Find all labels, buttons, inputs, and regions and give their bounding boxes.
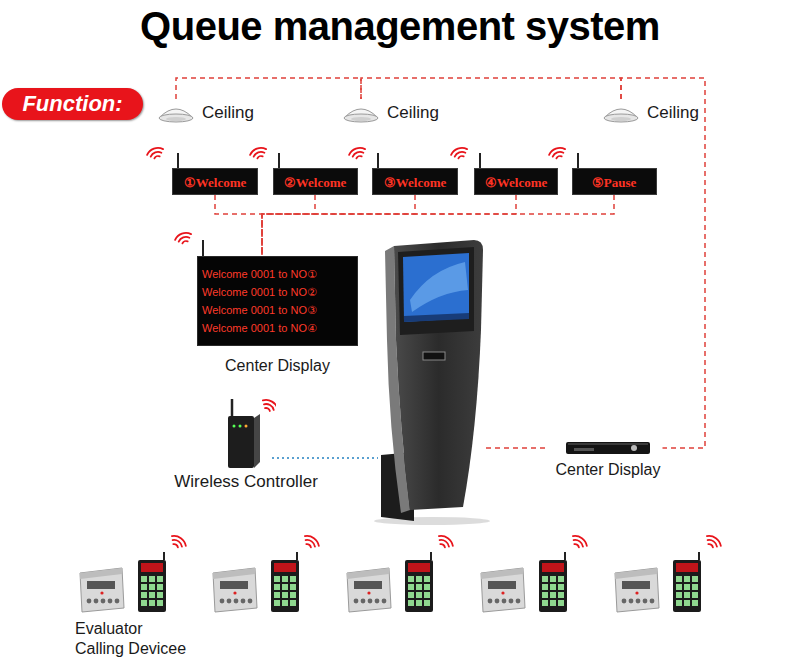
speaker-icon: [343, 99, 379, 127]
diagram-title: Queue management system: [0, 4, 800, 49]
speaker-grille: [166, 117, 186, 121]
function-badge: Function:: [2, 88, 143, 120]
led-display: ③Welcome: [372, 168, 458, 195]
led-text: ①Welcome: [184, 170, 247, 195]
unit-body: [566, 442, 650, 454]
wireless-link: [272, 457, 378, 459]
led-text: ②Welcome: [284, 170, 347, 195]
antenna: [278, 153, 280, 168]
dashed-connector: [215, 195, 262, 256]
dashed-connector: [262, 195, 516, 256]
controller-body: [228, 416, 254, 468]
speaker-label: Ceiling: [387, 103, 439, 123]
wifi-symbol: [249, 146, 268, 160]
caption-row: Center Display: [554, 460, 663, 480]
evaluator-calling-device: [481, 533, 589, 612]
speaker-label: Ceiling: [647, 103, 699, 123]
dashed-connector: [262, 195, 614, 256]
wifi-symbol: [174, 231, 193, 245]
kiosk-printer-slot: [423, 352, 445, 360]
led-display: ⑤Pause: [572, 168, 657, 195]
device-label: Evaluator Calling Devicee: [75, 619, 190, 659]
led-text: ③Welcome: [384, 170, 447, 195]
dashed-connector: [262, 195, 415, 256]
antenna: [577, 153, 579, 168]
antenna: [202, 240, 204, 256]
controller-antenna: [231, 399, 234, 416]
wifi-arc: [263, 397, 276, 409]
dashed-connector: [262, 195, 315, 256]
caption-row: Wireless Controller: [171, 472, 321, 492]
led-text: ④Welcome: [485, 170, 548, 195]
display-line: Welcome 0001 to NO③: [202, 301, 353, 319]
kiosk-taskbar: [404, 313, 469, 322]
wifi-arc: [265, 407, 270, 411]
speaker-grille: [351, 117, 371, 121]
kiosk-screen-glow: [410, 262, 468, 312]
wifi-symbol: [548, 146, 567, 160]
display-unit-icon: [566, 440, 650, 456]
display-line: Welcome 0001 to NO①: [202, 265, 353, 283]
controller-icon: [216, 396, 276, 472]
dashed-connector: [176, 78, 361, 99]
wifi-symbol: [450, 146, 469, 160]
display-caption: Center Display: [225, 356, 330, 376]
led-text: ⑤Pause: [592, 170, 637, 195]
ceiling-speaker: Ceiling: [343, 99, 439, 127]
controller-light: [239, 425, 242, 428]
dashed-connector: [361, 78, 621, 99]
kiosk-screen: [403, 253, 469, 322]
center-display-unit: Center Display: [554, 440, 663, 480]
antenna: [177, 153, 179, 168]
kiosk-screen-frame: [398, 247, 474, 335]
evaluator-calling-device: [347, 533, 455, 612]
led-display: ④Welcome: [474, 168, 558, 195]
function-label: Function:: [22, 88, 122, 120]
evaluator-calling-device: [213, 533, 321, 612]
controller-light: [233, 425, 236, 428]
ceiling-speaker: Ceiling: [603, 99, 699, 127]
caption-row: Center Display: [197, 356, 358, 376]
controller-side: [254, 414, 260, 468]
antenna: [377, 153, 379, 168]
kiosk: [374, 240, 490, 525]
controller-label: Wireless Controller: [174, 472, 318, 492]
speaker-rim: [159, 114, 193, 122]
kiosk-link: [486, 447, 546, 449]
ceiling-speaker: Ceiling: [158, 99, 254, 127]
wifi-symbol: [260, 397, 276, 413]
display-screen: Welcome 0001 to NO①Welcome 0001 to NO②We…: [197, 256, 358, 346]
speaker-grille: [611, 117, 631, 121]
speaker-rim: [604, 114, 638, 122]
display-unit-label: Center Display: [556, 460, 661, 480]
wifi-symbol: [348, 146, 367, 160]
speaker-icon: [158, 99, 194, 127]
evaluator-calling-device: [615, 533, 723, 612]
led-display: ①Welcome: [172, 168, 258, 195]
evaluator-calling-device: [80, 533, 188, 612]
dashed-connector: [621, 78, 705, 448]
speaker-rim: [344, 114, 378, 122]
unit-slot: [574, 448, 594, 451]
wifi-symbol: [146, 146, 165, 160]
speaker-icon: [603, 99, 639, 127]
unit-highlight: [568, 443, 648, 445]
kiosk-body: [394, 240, 483, 510]
display-line: Welcome 0001 to NO②: [202, 283, 353, 301]
wireless-controller: Wireless Controller: [171, 396, 321, 492]
unit-knob: [631, 445, 637, 451]
antenna: [479, 153, 481, 168]
center-display: Welcome 0001 to NO①Welcome 0001 to NO②We…: [197, 256, 358, 376]
led-display: ②Welcome: [273, 168, 358, 195]
speaker-label: Ceiling: [202, 103, 254, 123]
controller-light: [245, 425, 248, 428]
display-line: Welcome 0001 to NO④: [202, 319, 353, 337]
